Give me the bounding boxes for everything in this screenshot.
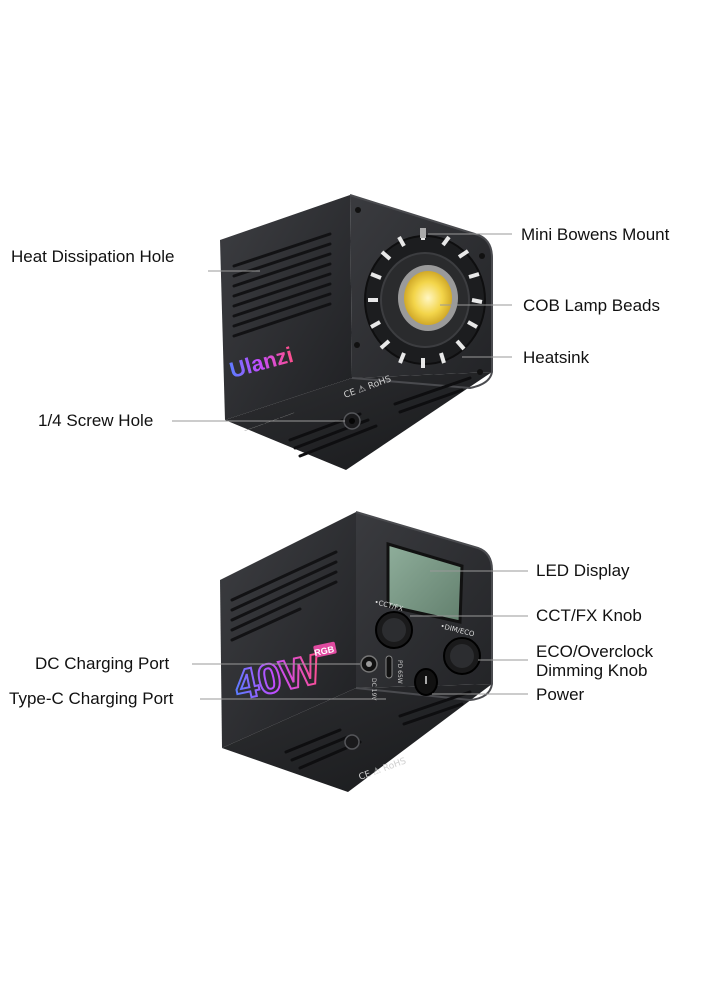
label-type-c-charging-port: Type-C Charging Port: [9, 689, 174, 708]
label-power: Power: [536, 685, 585, 704]
label-mini-bowens-mount: Mini Bowens Mount: [521, 225, 670, 244]
label-dc-charging-port: DC Charging Port: [35, 654, 170, 673]
dim-knob-shape: [443, 637, 481, 675]
cct-fx-knob-shape: [375, 611, 413, 649]
led-display: [386, 541, 464, 624]
label-eco-overclock-line2: Dimming Knob: [536, 661, 648, 680]
heatsink-fins: [368, 230, 483, 368]
cob-lamp: [404, 271, 452, 325]
label-led-display: LED Display: [536, 561, 630, 580]
type-c-port-shape: [385, 655, 393, 679]
bottom-side-face: [220, 512, 356, 748]
bottom-light-unit: 40W RGB •CCT/FX •DIM/ECO DC 19V PD 65W: [220, 511, 493, 792]
label-cct-fx-knob: CCT/FX Knob: [536, 606, 642, 625]
label-eco-overclock-line1: ECO/Overclock: [536, 642, 654, 661]
top-light-unit: Ulanzi ———— ——— ——— CE ⚠ RoHS: [220, 194, 493, 470]
svg-text:DC 19V: DC 19V: [370, 678, 377, 701]
label-screw-hole: 1/4 Screw Hole: [38, 411, 154, 430]
rgb-badge: RGB: [313, 644, 335, 658]
bottom-bottom-vents: [284, 690, 472, 770]
callout-leader-lines: [172, 233, 528, 700]
svg-text:PD 65W: PD 65W: [396, 660, 403, 684]
label-heat-dissipation-hole: Heat Dissipation Hole: [11, 247, 175, 266]
bottom-vent-slots: [230, 550, 338, 642]
label-cob-lamp-beads: COB Lamp Beads: [523, 296, 661, 315]
label-eco-overclock-dimming-knob: ECO/Overclock Dimming Knob: [536, 642, 653, 680]
label-heatsink: Heatsink: [523, 348, 590, 367]
top-bowens-mount: [364, 228, 486, 368]
